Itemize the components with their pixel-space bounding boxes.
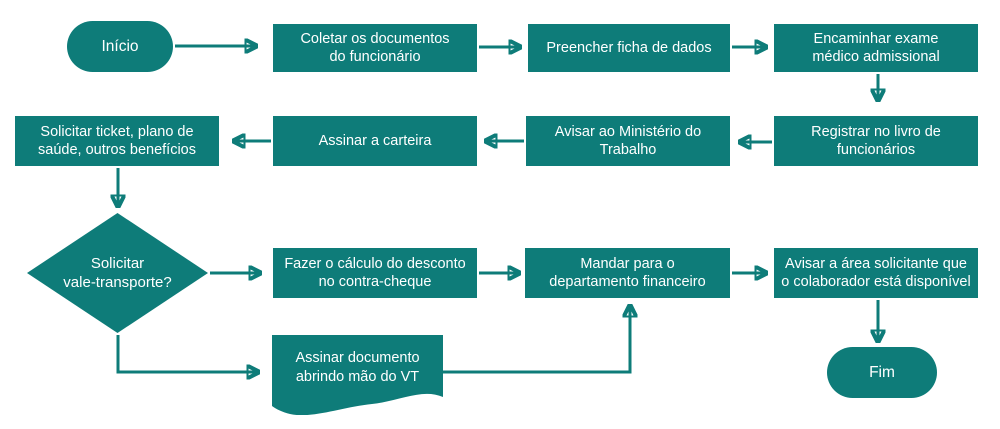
process-fazer-calculo-label: Fazer o cálculo do desconto no contra-ch… [284, 255, 466, 290]
process-mandar-financeiro: Mandar para o departamento financeiro [525, 248, 730, 298]
decision-vale-transporte: Solicitar vale-transporte? [27, 213, 208, 333]
process-assinar-carteira: Assinar a carteira [273, 116, 477, 166]
process-solicitar-beneficios: Solicitar ticket, plano de saúde, outros… [15, 116, 219, 166]
process-avisar-area: Avisar a área solicitante que o colabora… [774, 248, 978, 298]
process-coletar-documentos: Coletar os documentos do funcionário [273, 24, 477, 72]
process-fazer-calculo: Fazer o cálculo do desconto no contra-ch… [273, 248, 477, 298]
process-mandar-financeiro-label: Mandar para o departamento financeiro [549, 255, 706, 290]
process-encaminhar-exame-label: Encaminhar exame médico admissional [812, 30, 940, 65]
process-registrar-livro: Registrar no livro de funcionários [774, 116, 978, 166]
edge-decisao-documento [116, 335, 258, 372]
document-assinar-vt-label: Assinar documento abrindo mão do VT [295, 350, 420, 385]
process-avisar-ministerio-label: Avisar ao Ministério do Trabalho [554, 123, 702, 158]
document-assinar-vt: Assinar documento abrindo mão do VT [272, 335, 443, 415]
process-avisar-area-label: Avisar a área solicitante que o colabora… [781, 255, 971, 290]
diamond-shape [27, 213, 208, 333]
process-avisar-ministerio: Avisar ao Ministério do Trabalho [526, 116, 730, 166]
process-solicitar-beneficios-label: Solicitar ticket, plano de saúde, outros… [38, 123, 196, 158]
process-assinar-carteira-label: Assinar a carteira [318, 132, 432, 149]
process-preencher-ficha: Preencher ficha de dados [528, 24, 730, 72]
process-registrar-livro-label: Registrar no livro de funcionários [811, 123, 941, 158]
document-shape [272, 335, 443, 415]
decision-vale-transporte-label: Solicitar vale-transporte? [63, 254, 172, 292]
edge-documento-financeiro [443, 306, 630, 374]
process-preencher-ficha-label: Preencher ficha de dados [546, 39, 712, 56]
end-node-label: Fim [869, 363, 895, 381]
end-node: Fim [827, 347, 937, 398]
start-node: Início [67, 21, 173, 72]
start-node-label: Início [101, 37, 139, 55]
process-encaminhar-exame: Encaminhar exame médico admissional [774, 24, 978, 72]
process-coletar-documentos-label: Coletar os documentos do funcionário [300, 30, 450, 65]
